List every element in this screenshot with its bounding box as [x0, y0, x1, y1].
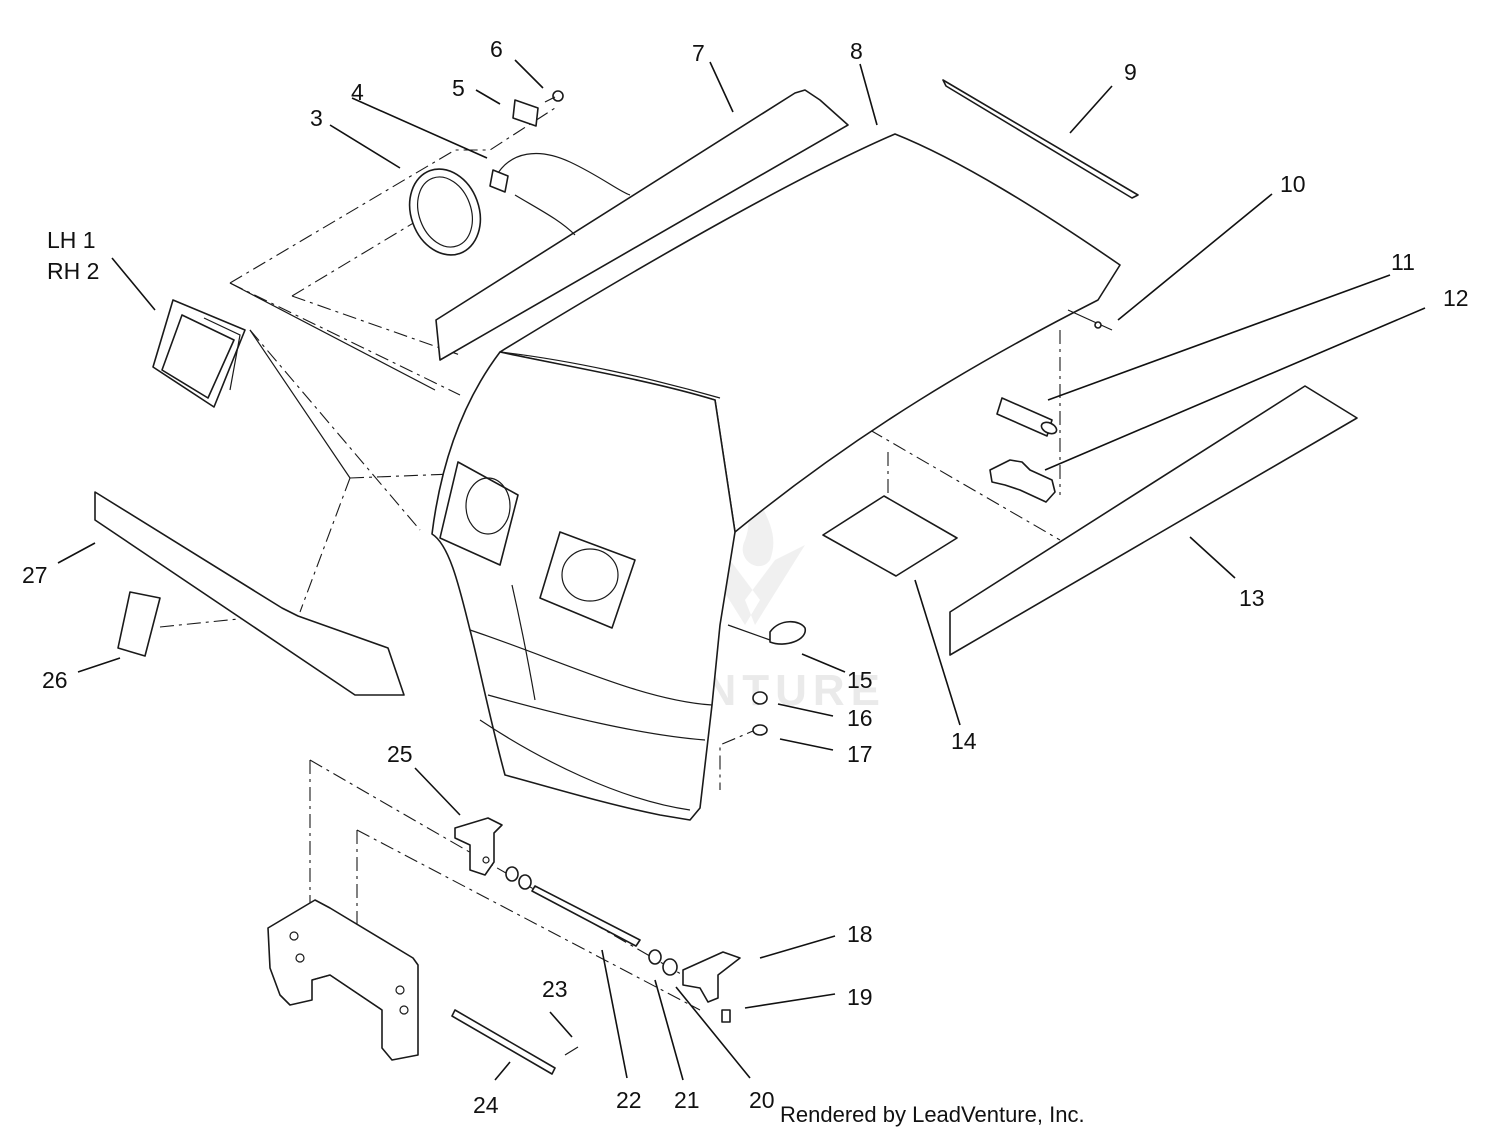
bolt-19 [721, 1009, 731, 1023]
callout-3: 3 [310, 105, 323, 131]
hinge-rod-22 [531, 885, 641, 947]
callout-15: 15 [847, 667, 873, 693]
callout-17: 17 [847, 741, 873, 767]
callout-lh-1: LH 1 [47, 227, 96, 253]
callout-16: 16 [847, 705, 873, 731]
callout-24: 24 [473, 1092, 499, 1118]
rubber-pad-14 [822, 495, 958, 577]
washers-20-21 [505, 866, 678, 976]
callout-25: 25 [387, 741, 413, 767]
callout-27: 27 [22, 562, 48, 588]
callout-12: 12 [1443, 285, 1469, 311]
wire-harness-4 [489, 152, 631, 236]
spring-cylinder-11 [996, 397, 1058, 437]
hood-front-shell [431, 351, 736, 821]
cotter-pin-23 [564, 1046, 579, 1056]
callout-labels: LH 1 RH 2 3 4 5 6 7 8 9 10 11 12 13 14 1… [22, 36, 1469, 1118]
callout-4: 4 [351, 79, 364, 105]
washer-17 [752, 724, 768, 736]
callout-8: 8 [850, 38, 863, 64]
headlight-housing [152, 299, 246, 408]
decal-strip-9 [942, 79, 1139, 199]
latch-pin-10 [1067, 309, 1113, 331]
side-stripe-decal-7 [435, 89, 849, 361]
callout-23: 23 [542, 976, 568, 1002]
callout-leaders [57, 59, 1426, 1081]
callout-9: 9 [1124, 59, 1137, 85]
callout-22: 22 [616, 1087, 642, 1113]
reflector-26 [117, 591, 161, 657]
headlight-lamp-3 [408, 168, 482, 256]
bracket-5 [512, 99, 539, 127]
callout-20: 20 [749, 1087, 775, 1113]
callout-7: 7 [692, 40, 705, 66]
callout-26: 26 [42, 667, 68, 693]
pivot-mount-bracket [267, 899, 419, 1061]
screw-6 [544, 90, 564, 103]
rear-bumper-panel [94, 491, 405, 696]
pivot-rod-24 [451, 1009, 556, 1075]
nut-16 [752, 691, 768, 705]
render-credit: Rendered by LeadVenture, Inc. [780, 1102, 1085, 1127]
hinge-bracket-18 [682, 951, 741, 1003]
callout-21: 21 [674, 1087, 700, 1113]
side-stripe-decal-13 [949, 385, 1358, 656]
callout-5: 5 [452, 75, 465, 101]
callout-11: 11 [1391, 249, 1415, 275]
callout-rh-2: RH 2 [47, 258, 99, 284]
callout-19: 19 [847, 984, 873, 1010]
cable-tie-15 [727, 620, 806, 645]
hinge-bracket-25 [454, 817, 503, 876]
callout-6: 6 [490, 36, 503, 62]
callout-13: 13 [1239, 585, 1265, 611]
callout-14: 14 [951, 728, 977, 754]
latch-bracket-12 [989, 459, 1056, 503]
callout-10: 10 [1280, 171, 1306, 197]
left-side-panel [229, 282, 436, 479]
callout-18: 18 [847, 921, 873, 947]
